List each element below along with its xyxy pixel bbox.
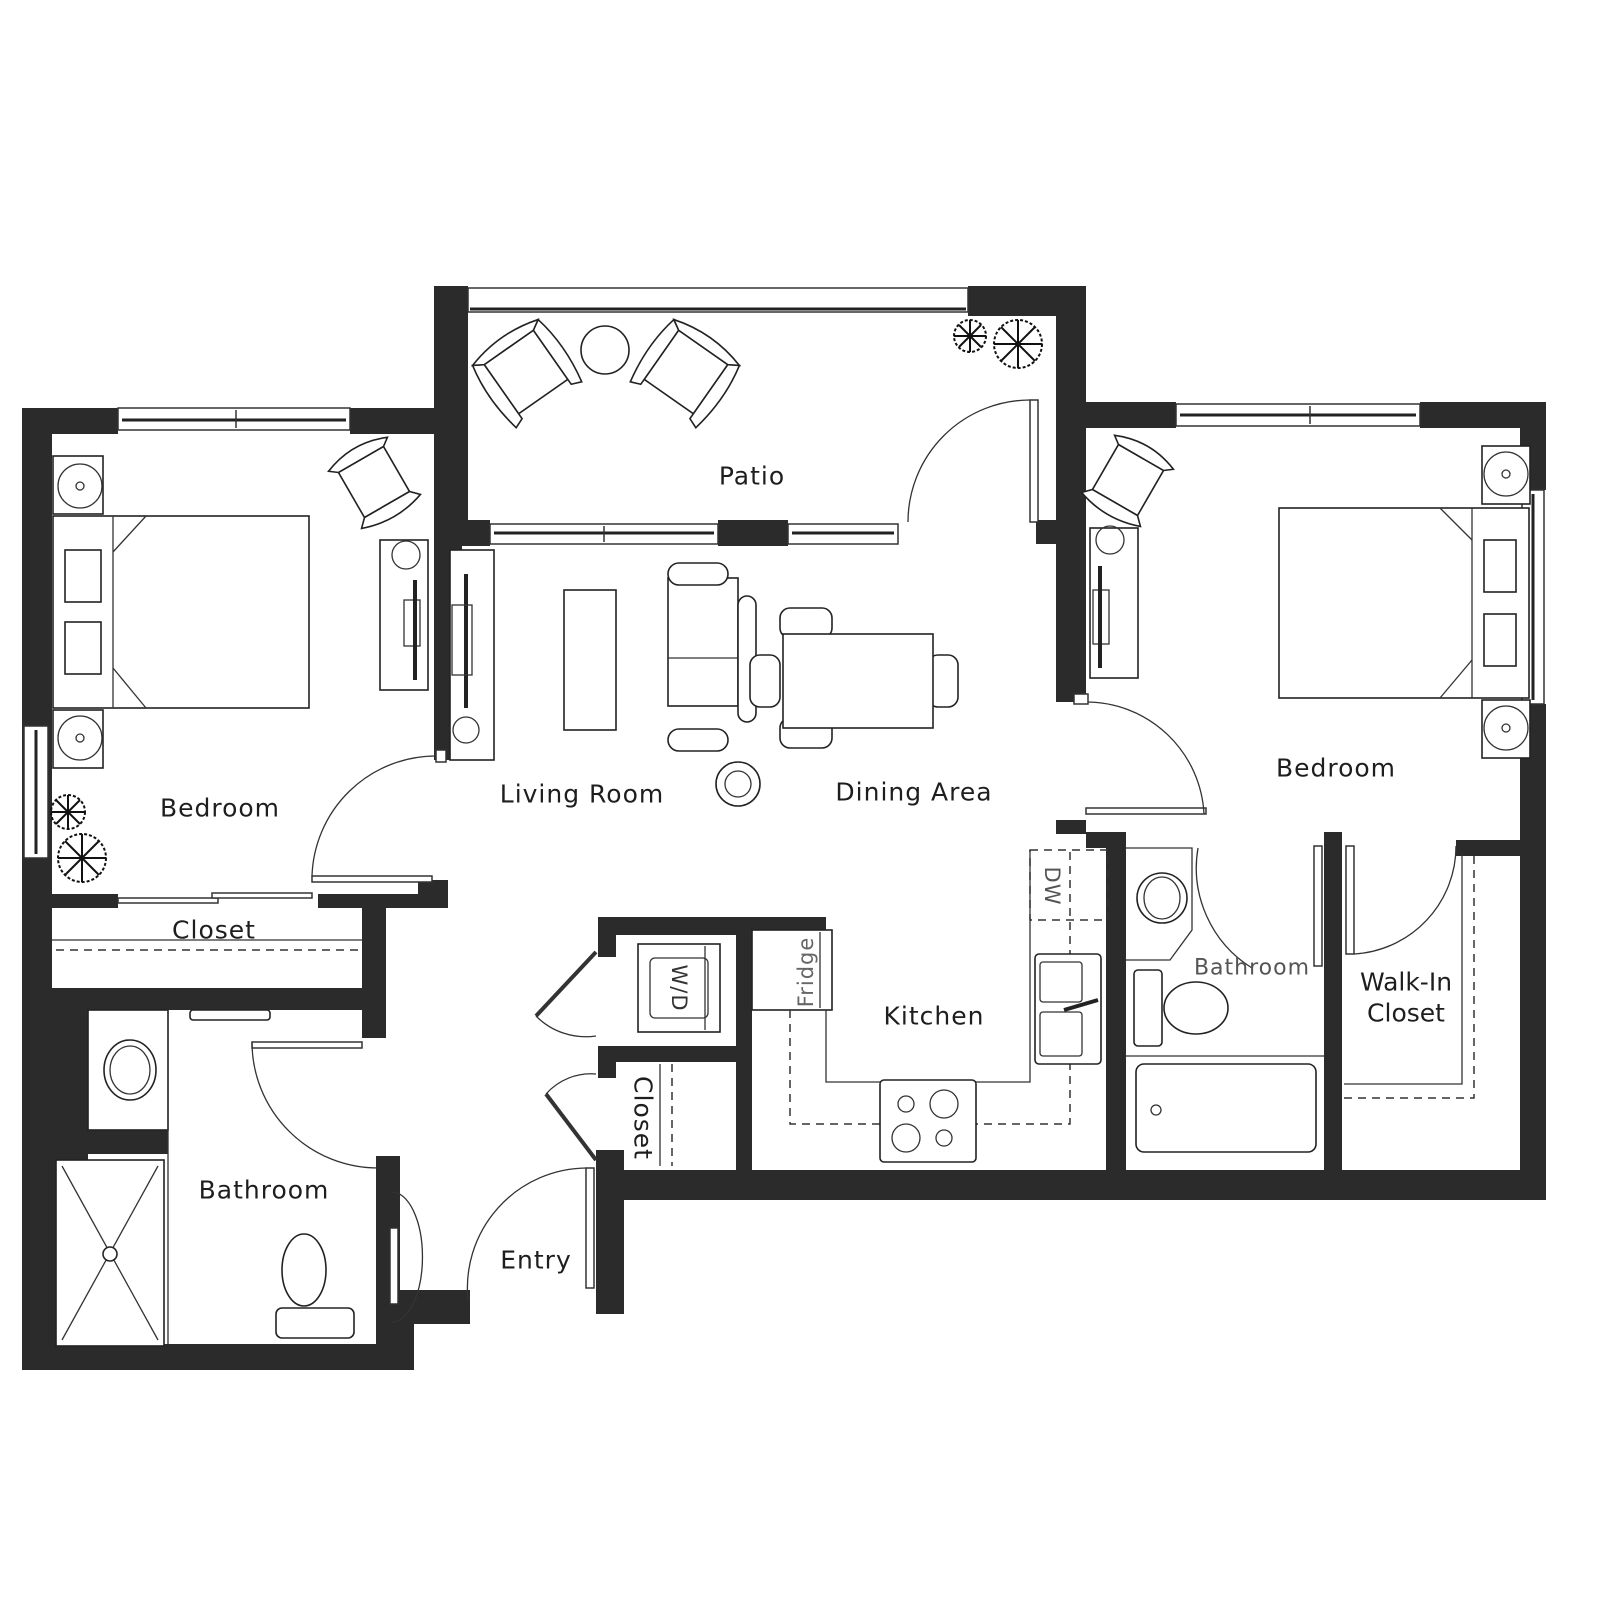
appliance-label-fridge: Fridge [794, 936, 818, 1008]
room-label-bathroom-right: Bathroom [1193, 955, 1311, 981]
appliance-label-dishwasher: DW [1040, 866, 1064, 906]
right-bath-fixtures [1126, 847, 1475, 1153]
room-label-living-room: Living Room [499, 779, 665, 809]
room-label-walk-in-closet-1: Walk-In [1359, 967, 1453, 997]
left-bath-fixtures [55, 1009, 355, 1347]
doors [117, 399, 1457, 1323]
patio-table [580, 325, 630, 375]
windows [23, 287, 1545, 859]
stove [879, 1079, 977, 1163]
coffee-table [563, 589, 617, 731]
room-label-entry: Entry [500, 1245, 572, 1275]
dining-table [749, 607, 959, 749]
left-bedroom-furniture [50, 436, 429, 951]
appliance-label-washer-dryer: W/D [667, 964, 691, 1012]
room-label-bathroom-left: Bathroom [198, 1175, 330, 1205]
room-label-patio: Patio [718, 461, 786, 491]
living-dining-furniture [449, 549, 959, 807]
room-label-walk-in-closet-2: Closet [1367, 998, 1445, 1028]
plant-icon [57, 833, 107, 883]
room-label-closet-left: Closet [172, 915, 256, 945]
bathtub [1135, 1063, 1317, 1153]
patio-furniture [470, 318, 1043, 429]
room-label-dining-area: Dining Area [835, 777, 993, 807]
toilet-tank [1133, 969, 1163, 1047]
room-label-bedroom-right: Bedroom [1275, 753, 1397, 783]
fridge [751, 929, 833, 1011]
toilet-tank [275, 1307, 355, 1339]
sofa [667, 562, 757, 752]
plant-icon [953, 319, 987, 353]
room-label-closet-entry: Closet [628, 1076, 658, 1160]
walls [22, 286, 1546, 1370]
room-label-kitchen: Kitchen [883, 1001, 985, 1031]
plant-icon [50, 794, 86, 830]
plant-icon [993, 319, 1043, 369]
right-bedroom-furniture [1080, 434, 1531, 759]
kitchen-fixtures [637, 849, 1109, 1166]
room-label-bedroom-left: Bedroom [159, 793, 281, 823]
